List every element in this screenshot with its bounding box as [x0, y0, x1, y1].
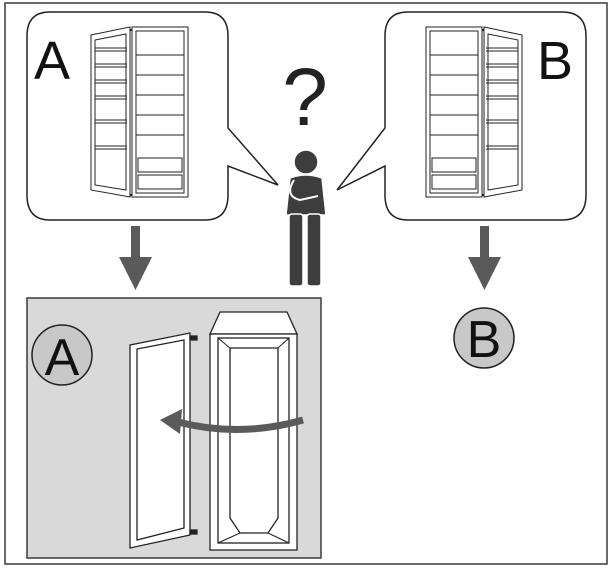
door-panel-icon: [129, 332, 198, 549]
bubble-b-letter: B: [537, 31, 573, 91]
question-mark: ?: [282, 52, 328, 143]
result-b-letter: B: [467, 311, 502, 369]
bubble-a-letter: A: [34, 31, 70, 91]
person-thinking-icon: [285, 149, 327, 287]
curved-arrow-icon: [160, 409, 304, 434]
result-b-badge: B: [453, 307, 515, 369]
down-arrow-icon-b: [468, 226, 501, 290]
cabinet-body-icon: [208, 311, 299, 551]
down-arrow-icon-a: [119, 226, 152, 290]
fridge-b-icon: [425, 26, 523, 198]
result-a-badge: A: [31, 324, 93, 387]
fridge-a-icon: [90, 26, 189, 198]
result-a-letter: A: [45, 329, 80, 387]
